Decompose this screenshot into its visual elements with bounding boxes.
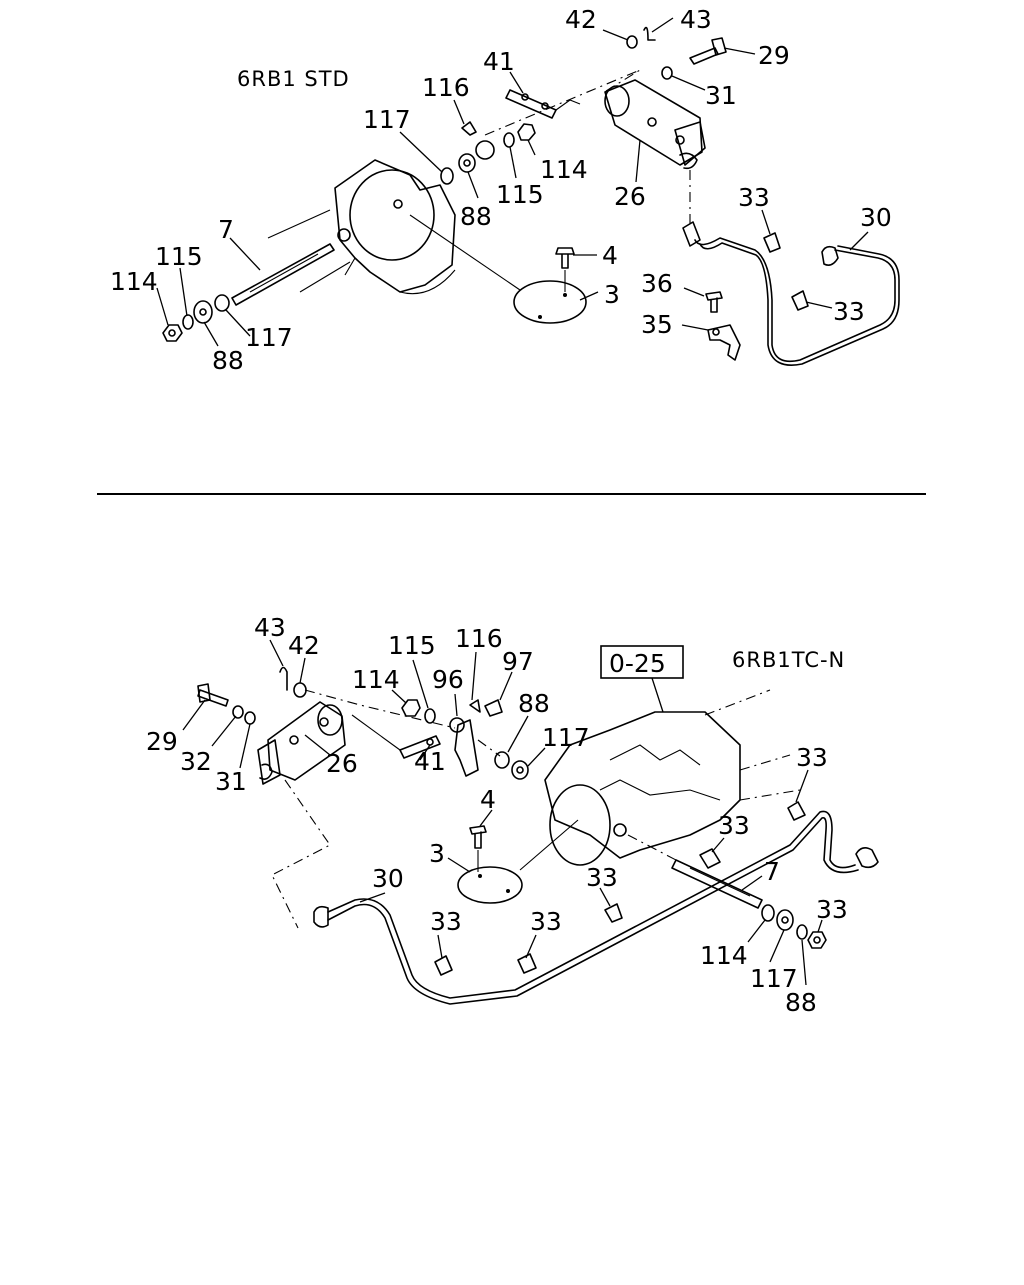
callout: 26 (326, 749, 358, 778)
bottom-callouts: 43 42 115 116 97 114 96 88 29 32 31 26 4… (146, 613, 848, 1017)
callout: 33 (833, 297, 865, 326)
callout: 115 (496, 180, 544, 209)
top-leaders (156, 17, 869, 347)
callout: 33 (430, 907, 462, 936)
callout: 115 (155, 242, 203, 271)
bottom-leaders (182, 639, 823, 986)
top-section-title: 6RB1 STD (237, 67, 350, 91)
bottom-cover (457, 825, 523, 904)
bottom-housing (519, 689, 801, 871)
top-pipe (682, 170, 900, 366)
callout: 3 (429, 839, 445, 868)
callout: 96 (432, 665, 464, 694)
callout: 41 (483, 47, 515, 76)
top-section: 6RB1 STD (110, 5, 900, 375)
reference-box: 0-25 (600, 645, 684, 713)
callout: 117 (750, 964, 798, 993)
callout: 117 (245, 323, 293, 352)
callout: 33 (718, 811, 750, 840)
callout: 97 (502, 647, 534, 676)
callout: 43 (254, 613, 286, 642)
callout: 31 (705, 81, 737, 110)
callout: 114 (352, 665, 400, 694)
callout: 114 (700, 941, 748, 970)
top-cover (409, 214, 587, 324)
top-cylinder (484, 69, 706, 170)
top-upper-hardware (440, 121, 536, 185)
callout: 36 (641, 269, 673, 298)
callout: 33 (530, 907, 562, 936)
callout: 116 (455, 624, 503, 653)
callout: 30 (860, 203, 892, 232)
bottom-upper-hardware (279, 666, 529, 780)
top-callouts: 42 43 29 31 41 116 117 114 115 88 26 7 1… (110, 5, 892, 375)
bottom-right-hardware (761, 904, 827, 949)
bottom-section-title: 6RB1TC-N (732, 648, 845, 672)
callout: 114 (540, 155, 588, 184)
bottom-shaft (627, 834, 763, 909)
callout: 29 (146, 727, 178, 756)
bottom-bolt (197, 683, 256, 725)
callout: 117 (542, 723, 590, 752)
callout: 33 (796, 743, 828, 772)
callout: 115 (388, 631, 436, 660)
callout: 42 (565, 5, 597, 34)
callout: 4 (602, 241, 618, 270)
top-bolt (661, 37, 727, 80)
callout: 33 (738, 183, 770, 212)
callout: 35 (641, 310, 673, 339)
top-pin-washer (626, 26, 656, 49)
callout: 4 (480, 785, 496, 814)
callout: 7 (218, 215, 234, 244)
callout: 43 (680, 5, 712, 34)
callout: 26 (614, 182, 646, 211)
callout: 41 (414, 747, 446, 776)
callout: 114 (110, 267, 158, 296)
callout: 116 (422, 73, 470, 102)
callout: 88 (518, 689, 550, 718)
callout: 3 (604, 280, 620, 309)
top-shaft (231, 243, 335, 306)
reference-box-label: 0-25 (609, 649, 666, 678)
callout: 33 (586, 863, 618, 892)
callout: 88 (460, 202, 492, 231)
callout: 31 (215, 767, 247, 796)
callout: 117 (363, 105, 411, 134)
top-bracket (705, 291, 741, 361)
callout: 29 (758, 41, 790, 70)
callout: 33 (816, 895, 848, 924)
callout: 32 (180, 747, 212, 776)
top-housing (267, 159, 456, 295)
callout: 88 (785, 988, 817, 1017)
bottom-section: 6RB1TC-N 0-25 (146, 613, 879, 1017)
top-left-hardware (162, 294, 230, 342)
callout: 88 (212, 346, 244, 375)
callout: 30 (372, 864, 404, 893)
bottom-cylinder (257, 701, 346, 785)
top-lever (505, 89, 581, 119)
callout: 7 (764, 857, 780, 886)
callout: 42 (288, 631, 320, 660)
bottom-pipe (271, 779, 879, 1005)
